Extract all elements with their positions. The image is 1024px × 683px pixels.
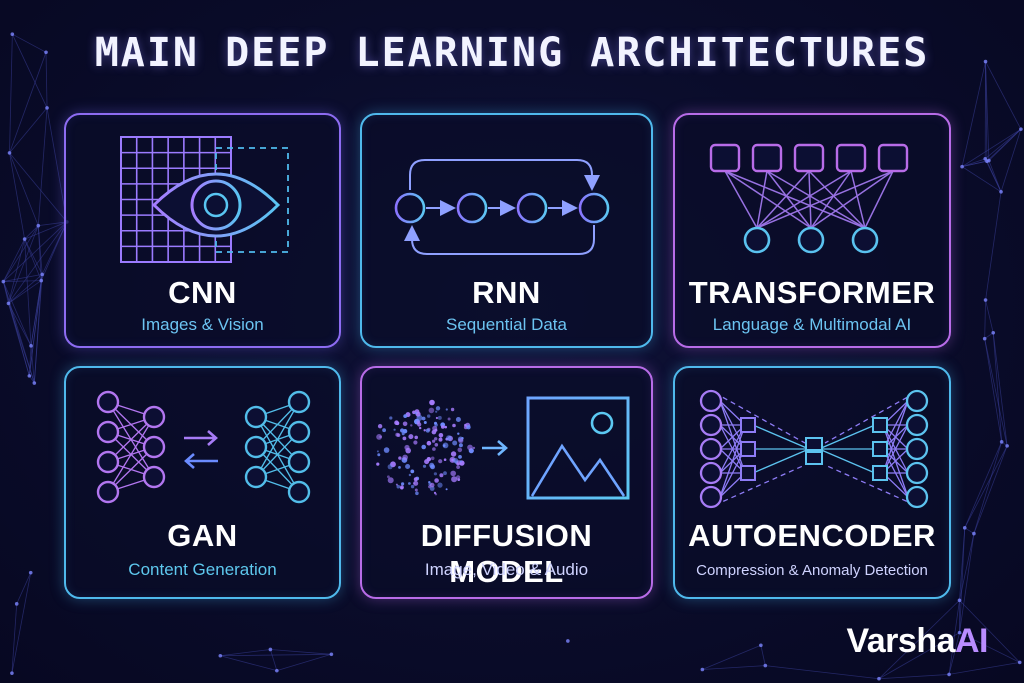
recurrent-loop-icon xyxy=(394,159,610,255)
card-subtitle: Images & Vision xyxy=(141,315,264,334)
noise-to-image-icon xyxy=(376,396,630,500)
brand-part1: Varsha xyxy=(846,622,955,660)
card-title: GAN xyxy=(167,518,238,553)
card-cnn: CNN Images & Vision xyxy=(64,113,341,348)
card-title: RNN xyxy=(472,275,541,310)
card-subtitle: Content Generation xyxy=(128,560,277,579)
card-title: CNN xyxy=(168,275,237,310)
attention-network-icon xyxy=(709,143,909,254)
card-rnn: RNN Sequential Data xyxy=(360,113,653,348)
card-title: AUTOENCODER xyxy=(688,518,936,553)
card-title: DIFFUSION MODEL xyxy=(420,518,593,589)
page-title: MAIN DEEP LEARNING ARCHITECTURES xyxy=(94,30,930,76)
card-subtitle: Sequential Data xyxy=(446,315,567,334)
generator-discriminator-icon xyxy=(96,390,311,504)
card-transformer: TRANSFORMER Language & Multimodal AI xyxy=(673,113,951,348)
card-title: TRANSFORMER xyxy=(688,275,936,310)
card-autoencoder: AUTOENCODER Compression & Anomaly Detect… xyxy=(673,366,951,599)
card-subtitle: Language & Multimodal AI xyxy=(712,315,912,334)
card-subtitle: Image, Video & Audio xyxy=(424,560,589,579)
brand-part2: AI xyxy=(955,622,989,660)
grid-eye-icon xyxy=(120,136,289,263)
brand-logo: VarshaAI xyxy=(846,622,988,661)
card-subtitle: Compression & Anomaly Detection xyxy=(696,562,928,579)
card-gan: GAN Content Generation xyxy=(64,366,341,599)
card-diffusion-model: DIFFUSION MODEL Image, Video & Audio xyxy=(360,366,653,599)
encoder-decoder-icon xyxy=(699,389,929,509)
